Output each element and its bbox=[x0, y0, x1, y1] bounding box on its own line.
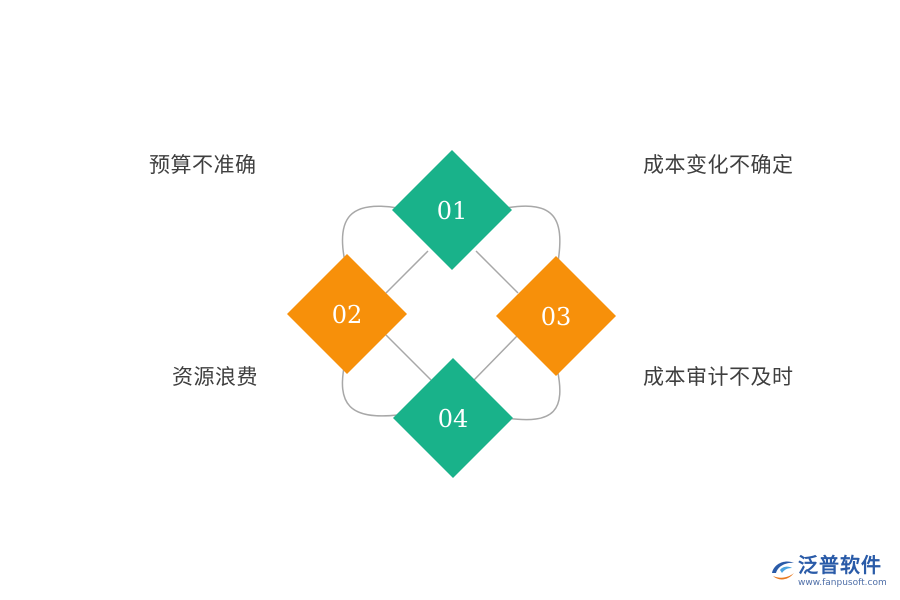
diamond-node-04: 04 bbox=[393, 358, 513, 478]
diamond-nodes: 01 02 03 04 bbox=[287, 150, 616, 478]
connector-arc-top-left bbox=[341, 205, 399, 263]
diamond-number: 04 bbox=[438, 405, 469, 433]
connector-inner-01-03 bbox=[475, 250, 519, 294]
watermark-brand-name: 泛普软件 bbox=[798, 553, 882, 577]
watermark: 泛普软件 www.fanpusoft.com bbox=[768, 553, 898, 593]
connector-arc-top-right bbox=[505, 205, 561, 269]
connector-lines bbox=[341, 205, 561, 421]
diamond-number: 01 bbox=[437, 197, 468, 225]
diamond-number: 02 bbox=[332, 301, 363, 329]
connector-arc-bottom-right bbox=[505, 367, 561, 421]
diamond-shape bbox=[392, 150, 512, 270]
connector-arc-bottom-left bbox=[341, 361, 399, 417]
watermark-url: www.fanpusoft.com bbox=[798, 578, 887, 588]
diamond-shape bbox=[393, 358, 513, 478]
label-cost-change-uncertain: 成本变化不确定 bbox=[643, 153, 794, 177]
label-cost-audit-late: 成本审计不及时 bbox=[643, 365, 794, 389]
connector-inner-02-04 bbox=[385, 334, 432, 381]
diamond-number: 03 bbox=[541, 303, 572, 331]
diamond-node-01: 01 bbox=[392, 150, 512, 270]
fanpu-logo-icon bbox=[772, 561, 794, 580]
diamond-shape bbox=[287, 254, 407, 374]
diamond-shape bbox=[496, 256, 616, 376]
connector-inner-01-02 bbox=[385, 250, 429, 294]
connector-inner-03-04 bbox=[473, 334, 519, 381]
label-resource-waste: 资源浪费 bbox=[172, 365, 258, 389]
diamond-node-02: 02 bbox=[287, 254, 407, 374]
label-budget-inaccurate: 预算不准确 bbox=[149, 153, 257, 177]
diamond-node-03: 03 bbox=[496, 256, 616, 376]
